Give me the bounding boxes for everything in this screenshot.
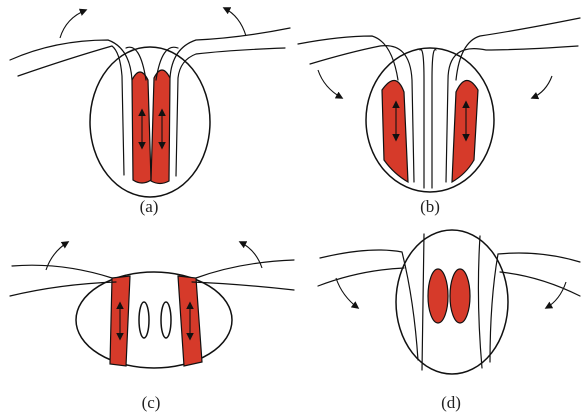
- panel-label: (b): [420, 197, 440, 216]
- eyelid-outline: [76, 272, 232, 368]
- muscle-band-right: [151, 70, 170, 184]
- curved-arrow-icon: [60, 10, 86, 38]
- panel-b: (b): [298, 18, 580, 216]
- curved-arrow-icon: [224, 8, 246, 36]
- panel-label: (a): [140, 197, 159, 216]
- slit: [161, 302, 171, 338]
- direction-arrows: [60, 8, 246, 38]
- slit: [139, 302, 149, 338]
- curved-arrow-icon: [318, 70, 342, 98]
- panel-d: (d): [318, 230, 580, 412]
- direction-arrows: [46, 242, 262, 270]
- muscle-band-left: [428, 269, 448, 323]
- panel-label: (d): [441, 393, 461, 412]
- muscle-band-right: [450, 269, 470, 323]
- panel-label: (c): [142, 393, 161, 412]
- curved-arrow-icon: [336, 278, 358, 308]
- panel-a: (a): [10, 8, 290, 216]
- panel-c: (c): [10, 242, 294, 412]
- curved-arrow-icon: [532, 76, 552, 98]
